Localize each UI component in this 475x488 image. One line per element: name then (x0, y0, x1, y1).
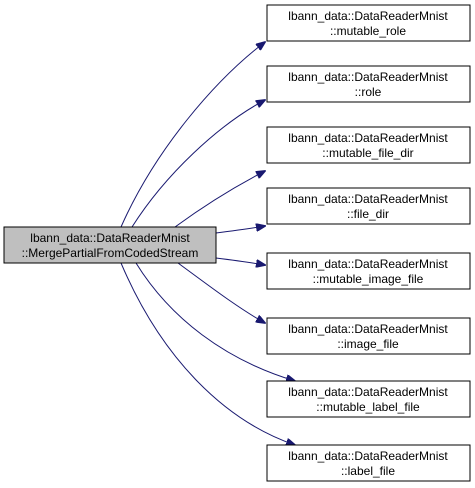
target-node-line1: lbann_data::DataReaderMnist (288, 70, 448, 84)
target-node-line2: ::mutable_file_dir (322, 146, 413, 160)
target-node-image-file[interactable]: lbann_data::DataReaderMnist ::image_file (266, 317, 471, 355)
target-node-line1: lbann_data::DataReaderMnist (288, 449, 448, 463)
target-node-line2: ::label_file (341, 464, 395, 478)
target-node-line1: lbann_data::DataReaderMnist (288, 192, 448, 206)
call-edge-mutable-file-dir (174, 171, 265, 228)
call-edge-file-dir (215, 226, 265, 234)
call-edge-mutable-image-file (215, 257, 265, 265)
target-node-line2: ::role (355, 85, 382, 99)
call-edges (120, 42, 295, 445)
target-node-role[interactable]: lbann_data::DataReaderMnist ::role (266, 65, 471, 103)
source-node[interactable]: lbann_data::DataReaderMnist ::MergeParti… (3, 226, 217, 264)
source-node-line1: lbann_data::DataReaderMnist (30, 231, 190, 245)
target-node-label-file[interactable]: lbann_data::DataReaderMnist ::label_file (266, 444, 471, 482)
call-edge-role (131, 100, 265, 228)
target-node-line2: ::mutable_image_file (313, 272, 424, 286)
source-node-line2: ::MergePartialFromCodedStream (22, 246, 199, 260)
target-node-line2: ::image_file (337, 337, 399, 351)
call-edge-label-file (120, 262, 295, 445)
target-node-line2: ::mutable_role (330, 24, 406, 38)
target-node-mutable-role[interactable]: lbann_data::DataReaderMnist ::mutable_ro… (266, 4, 471, 42)
target-node-line1: lbann_data::DataReaderMnist (288, 385, 448, 399)
target-node-line1: lbann_data::DataReaderMnist (288, 257, 448, 271)
target-node-line1: lbann_data::DataReaderMnist (288, 322, 448, 336)
call-edge-image-file (177, 262, 265, 323)
target-node-mutable-file-dir[interactable]: lbann_data::DataReaderMnist ::mutable_fi… (266, 126, 471, 164)
target-node-file-dir[interactable]: lbann_data::DataReaderMnist ::file_dir (266, 187, 471, 225)
target-node-line1: lbann_data::DataReaderMnist (288, 131, 448, 145)
target-node-line2: ::file_dir (347, 207, 389, 221)
call-edge-mutable-label-file (135, 262, 295, 381)
target-node-line1: lbann_data::DataReaderMnist (288, 9, 448, 23)
target-node-line2: ::mutable_label_file (316, 400, 420, 414)
call-edge-mutable-role (120, 42, 265, 228)
target-node-mutable-image-file[interactable]: lbann_data::DataReaderMnist ::mutable_im… (266, 252, 471, 290)
target-node-mutable-label-file[interactable]: lbann_data::DataReaderMnist ::mutable_la… (266, 380, 471, 418)
